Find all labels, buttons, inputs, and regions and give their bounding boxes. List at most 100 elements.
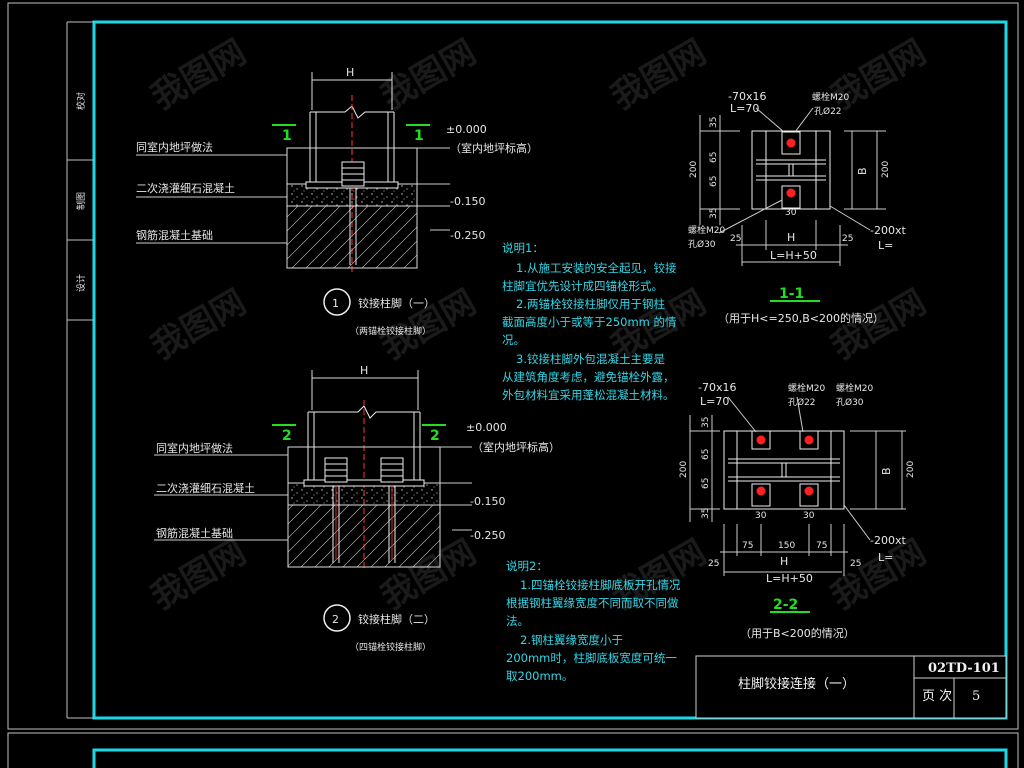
layer-label: 同室内地坪做法 bbox=[136, 140, 213, 154]
elevation-label: -0.150 bbox=[470, 495, 505, 508]
width-label: H bbox=[346, 66, 354, 79]
svg-text:1.四锚栓铰接柱脚底板开孔情况: 1.四锚栓铰接柱脚底板开孔情况 bbox=[520, 578, 681, 592]
section-title: 2-2 bbox=[773, 597, 798, 613]
svg-text:35: 35 bbox=[701, 508, 711, 519]
svg-text:25: 25 bbox=[730, 234, 741, 244]
svg-text:孔Ø30: 孔Ø30 bbox=[836, 397, 864, 408]
section-mark: 2 bbox=[282, 428, 292, 444]
drawing-title: 柱脚铰接连接（一） bbox=[738, 676, 855, 692]
plan-1-1 bbox=[699, 107, 886, 266]
svg-text:-200xt: -200xt bbox=[870, 224, 906, 237]
svg-text:L=: L= bbox=[878, 551, 893, 564]
svg-text:我图网: 我图网 bbox=[145, 282, 253, 368]
section-mark: 2 bbox=[430, 428, 440, 444]
svg-text:H: H bbox=[780, 555, 788, 568]
svg-text:200: 200 bbox=[679, 461, 689, 478]
svg-text:制图: 制图 bbox=[75, 192, 87, 210]
svg-text:根据钢柱翼缘宽度不同而取不同做: 根据钢柱翼缘宽度不同而取不同做 bbox=[506, 596, 679, 610]
svg-text:我图网: 我图网 bbox=[145, 32, 253, 118]
svg-text:30: 30 bbox=[803, 511, 815, 521]
svg-text:螺栓M20: 螺栓M20 bbox=[812, 91, 849, 103]
svg-text:说明2：: 说明2： bbox=[506, 559, 548, 573]
svg-text:35: 35 bbox=[709, 117, 719, 128]
section-title: 1-1 bbox=[779, 286, 804, 302]
svg-text:200mm时，柱脚底板宽度可统一: 200mm时，柱脚底板宽度可统一 bbox=[506, 651, 677, 665]
svg-text:柱脚宜优先设计成四锚栓形式。: 柱脚宜优先设计成四锚栓形式。 bbox=[502, 279, 663, 293]
svg-text:30: 30 bbox=[785, 208, 797, 218]
detail-title: 铰接柱脚（二） bbox=[358, 612, 435, 626]
plan-2-2-labels: -70x16 L=70 螺栓M20 孔Ø22 螺栓M20 孔Ø30 -200xt… bbox=[679, 381, 916, 640]
detail-number: 1 bbox=[332, 297, 339, 310]
section-caption: （用于B<200的情况） bbox=[740, 626, 855, 640]
svg-text:B: B bbox=[880, 467, 893, 475]
elevation-label: -0.250 bbox=[450, 229, 485, 242]
svg-text:3.铰接柱脚外包混凝土主要是: 3.铰接柱脚外包混凝土主要是 bbox=[516, 352, 665, 366]
detail-1-elevation: H 1 1 bbox=[136, 66, 450, 272]
svg-text:75: 75 bbox=[742, 541, 753, 551]
svg-text:L=70: L=70 bbox=[700, 395, 729, 408]
svg-text:25: 25 bbox=[842, 234, 853, 244]
svg-text:我图网: 我图网 bbox=[825, 32, 933, 118]
layer-label: 二次浇灌细石混凝土 bbox=[136, 181, 235, 195]
svg-text:外包材料宜采用蓬松混凝土材料。: 外包材料宜采用蓬松混凝土材料。 bbox=[502, 388, 675, 402]
svg-text:2.钢柱翼缘宽度小于: 2.钢柱翼缘宽度小于 bbox=[520, 633, 623, 647]
svg-text:我图网: 我图网 bbox=[375, 282, 483, 368]
detail-subtitle: （四锚栓铰接柱脚） bbox=[350, 641, 431, 653]
svg-text:2.两锚栓铰接柱脚仅用于钢柱: 2.两锚栓铰接柱脚仅用于钢柱 bbox=[516, 297, 665, 311]
svg-text:35: 35 bbox=[709, 208, 719, 219]
svg-text:螺栓M20: 螺栓M20 bbox=[788, 382, 825, 394]
section-caption: （用于H<=250,B<200的情况） bbox=[718, 311, 884, 325]
svg-text:孔Ø30: 孔Ø30 bbox=[688, 239, 716, 250]
elevation-label: -0.150 bbox=[450, 195, 485, 208]
svg-text:L=H+50: L=H+50 bbox=[770, 249, 817, 262]
layer-label: 钢筋混凝土基础 bbox=[156, 526, 233, 540]
svg-text:L=: L= bbox=[878, 239, 893, 252]
svg-text:孔Ø22: 孔Ø22 bbox=[814, 106, 842, 117]
plan-1-1-labels: -70x16 L=70 螺栓M20 孔Ø22 螺栓M20 孔Ø30 -200xt… bbox=[688, 90, 906, 325]
svg-text:35: 35 bbox=[701, 417, 711, 428]
svg-text:设计: 设计 bbox=[75, 274, 87, 292]
layer-label: 二次浇灌细石混凝土 bbox=[156, 481, 255, 495]
elevation-label: ±0.000 bbox=[446, 123, 487, 136]
svg-text:200: 200 bbox=[689, 161, 699, 178]
svg-text:25: 25 bbox=[850, 559, 861, 569]
svg-text:我图网: 我图网 bbox=[375, 32, 483, 118]
svg-text:-70x16: -70x16 bbox=[728, 90, 766, 103]
layer-label: 同室内地坪做法 bbox=[156, 441, 233, 455]
drawing-code: 02TD-101 bbox=[928, 661, 1000, 676]
svg-text:我图网: 我图网 bbox=[605, 32, 713, 118]
svg-text:说明1：: 说明1： bbox=[502, 241, 544, 255]
detail-2-labels: 同室内地坪做法 二次浇灌细石混凝土 钢筋混凝土基础 ±0.000 （室内地坪标高… bbox=[156, 421, 560, 653]
detail-subtitle: （两锚栓铰接柱脚） bbox=[350, 325, 431, 337]
svg-text:螺栓M20: 螺栓M20 bbox=[836, 382, 873, 394]
svg-text:30: 30 bbox=[755, 511, 767, 521]
svg-text:65: 65 bbox=[701, 449, 711, 460]
svg-text:25: 25 bbox=[708, 559, 719, 569]
elevation-label: -0.250 bbox=[470, 529, 505, 542]
title-block: 柱脚铰接连接（一） 02TD-101 页 次 5 bbox=[695, 655, 1007, 719]
svg-text:截面高度小于或等于250mm 的情: 截面高度小于或等于250mm 的情 bbox=[502, 315, 677, 329]
svg-text:从建筑角度考虑，避免锚栓外露，: 从建筑角度考虑，避免锚栓外露， bbox=[502, 370, 675, 384]
svg-text:75: 75 bbox=[816, 541, 827, 551]
layer-label: 钢筋混凝土基础 bbox=[136, 228, 213, 242]
elevation-note: （室内地坪标高） bbox=[450, 141, 538, 155]
elevation-label: ±0.000 bbox=[466, 421, 507, 434]
svg-text:65: 65 bbox=[709, 176, 719, 187]
svg-text:200: 200 bbox=[881, 161, 891, 178]
svg-text:孔Ø22: 孔Ø22 bbox=[788, 397, 816, 408]
width-label: H bbox=[360, 364, 368, 377]
svg-text:-200xt: -200xt bbox=[870, 534, 906, 547]
drawing-frame bbox=[7, 2, 1019, 768]
detail-title: 铰接柱脚（一） bbox=[358, 296, 435, 310]
svg-text:B: B bbox=[856, 167, 869, 175]
detail-number: 2 bbox=[332, 613, 339, 626]
side-labels: 校对 制图 设计 bbox=[75, 92, 87, 292]
section-mark: 1 bbox=[282, 128, 292, 144]
notes-1: 说明1： 1.从施工安装的安全起见，铰接 柱脚宜优先设计成四锚栓形式。 2.两锚… bbox=[502, 241, 677, 402]
svg-text:65: 65 bbox=[709, 152, 719, 163]
page-number: 5 bbox=[972, 689, 980, 704]
svg-text:螺栓M20: 螺栓M20 bbox=[688, 224, 725, 236]
svg-text:法。: 法。 bbox=[506, 614, 529, 628]
detail-2-elevation: H 2 2 bbox=[154, 364, 472, 570]
